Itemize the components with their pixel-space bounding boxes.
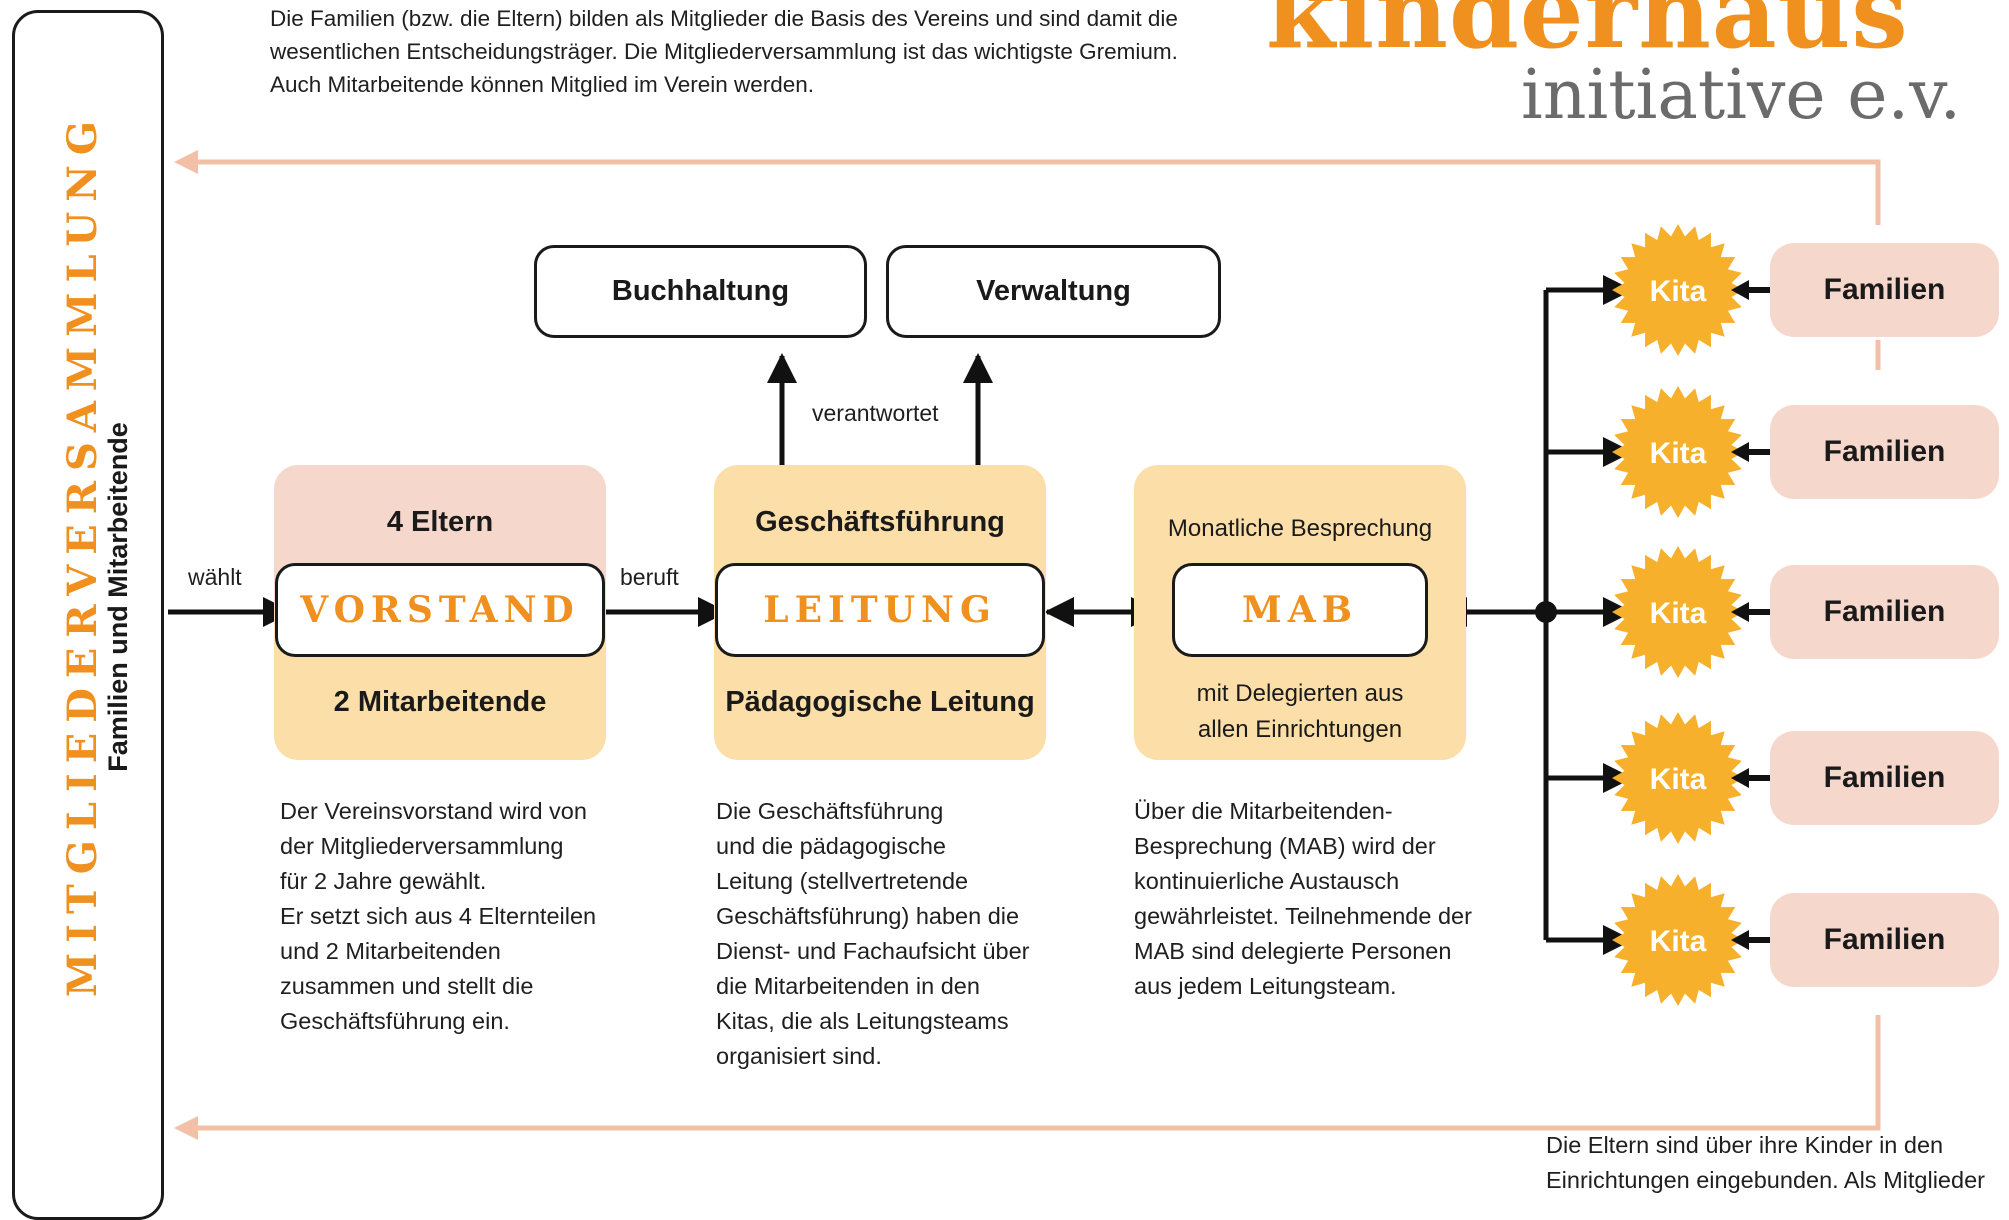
buchhaltung-box: Buchhaltung	[534, 245, 867, 338]
arrow-bottom-left	[174, 1116, 198, 1140]
leitung-title: LEITUNG	[763, 589, 997, 631]
intro-line: Die Familien (bzw. die Eltern) bilden al…	[270, 6, 1178, 31]
kita-label: Kita	[1650, 763, 1707, 796]
verwaltung-label: Verwaltung	[976, 275, 1131, 307]
mab-top-label: Monatliche Besprechung	[1167, 515, 1433, 542]
mab-bottom-label: mit Delegierten aus allen Einrichtungen	[1134, 676, 1466, 748]
mab-bottom-line: allen Einrichtungen	[1197, 716, 1403, 743]
familien-label: Familien	[1823, 435, 1946, 468]
kita-star-3: Kita	[1612, 546, 1744, 678]
intro-line: wesentlichen Entscheidungsträger. Die Mi…	[270, 39, 1178, 64]
familien-box: Familien	[1770, 731, 1999, 825]
label-beruft: beruft	[620, 564, 679, 590]
kita-label: Kita	[1650, 597, 1707, 630]
leitung-box: LEITUNG	[715, 563, 1045, 657]
buchhaltung-label: Buchhaltung	[611, 275, 790, 307]
familien-label: Familien	[1823, 595, 1946, 628]
logo-kinderhaus: kinderhaus	[1266, 0, 1909, 71]
junction-dot	[1535, 601, 1557, 623]
bottom-description: Die Eltern sind über ihre Kinder in den …	[1546, 1132, 1985, 1193]
leitung-bottom-label: Pädagogische Leitung	[725, 686, 1035, 718]
kita-star-2: Kita	[1612, 386, 1744, 518]
label-waehlt: wählt	[188, 564, 242, 590]
vorstand-box: VORSTAND	[275, 563, 605, 657]
vorstand-bottom-label: 2 Mitarbeitende	[333, 686, 547, 718]
label-verantwortet: verantwortet	[812, 400, 939, 426]
mab-bottom-line: mit Delegierten aus	[1196, 680, 1404, 707]
vorstand-top-label: 4 Eltern	[386, 506, 494, 538]
verwaltung-box: Verwaltung	[886, 245, 1221, 338]
kita-label: Kita	[1650, 275, 1707, 308]
intro-line: Auch Mitarbeitende können Mitglied im Ve…	[270, 72, 815, 97]
feedback-loop	[190, 159, 1881, 1131]
mab-description: Über die Mitarbeitenden- Besprechung (MA…	[1134, 798, 1472, 999]
arrow-top-left	[174, 150, 198, 174]
familien-box: Familien	[1770, 893, 1999, 987]
side-subtitle: Familien und Mitarbeitende	[103, 422, 133, 772]
vorstand-title: VORSTAND	[300, 589, 580, 631]
familien-label: Familien	[1823, 273, 1946, 306]
familien-label: Familien	[1823, 761, 1946, 794]
kita-star-1: Kita	[1612, 224, 1744, 356]
kita-label: Kita	[1650, 437, 1707, 470]
mitgliederversammlung-box	[12, 10, 164, 1220]
familien-box: Familien	[1770, 243, 1999, 337]
logo-initiative: initiative e.v.	[1521, 56, 1962, 135]
kita-label: Kita	[1650, 925, 1707, 958]
leitung-top-label: Geschäftsführung	[755, 506, 1005, 538]
kita-star-5: Kita	[1612, 874, 1744, 1006]
leitung-description: Die Geschäftsführung und die pädagogisch…	[716, 798, 1030, 1069]
kita-star-4: Kita	[1612, 712, 1744, 844]
mab-box: MAB	[1172, 563, 1428, 657]
vorstand-description: Der Vereinsvorstand wird von der Mitglie…	[280, 798, 597, 1034]
intro-text: Die Familien (bzw. die Eltern) bilden al…	[270, 2, 1230, 101]
mab-title: MAB	[1241, 589, 1359, 631]
familien-label: Familien	[1823, 923, 1946, 956]
familien-box: Familien	[1770, 565, 1999, 659]
familien-box: Familien	[1770, 405, 1999, 499]
